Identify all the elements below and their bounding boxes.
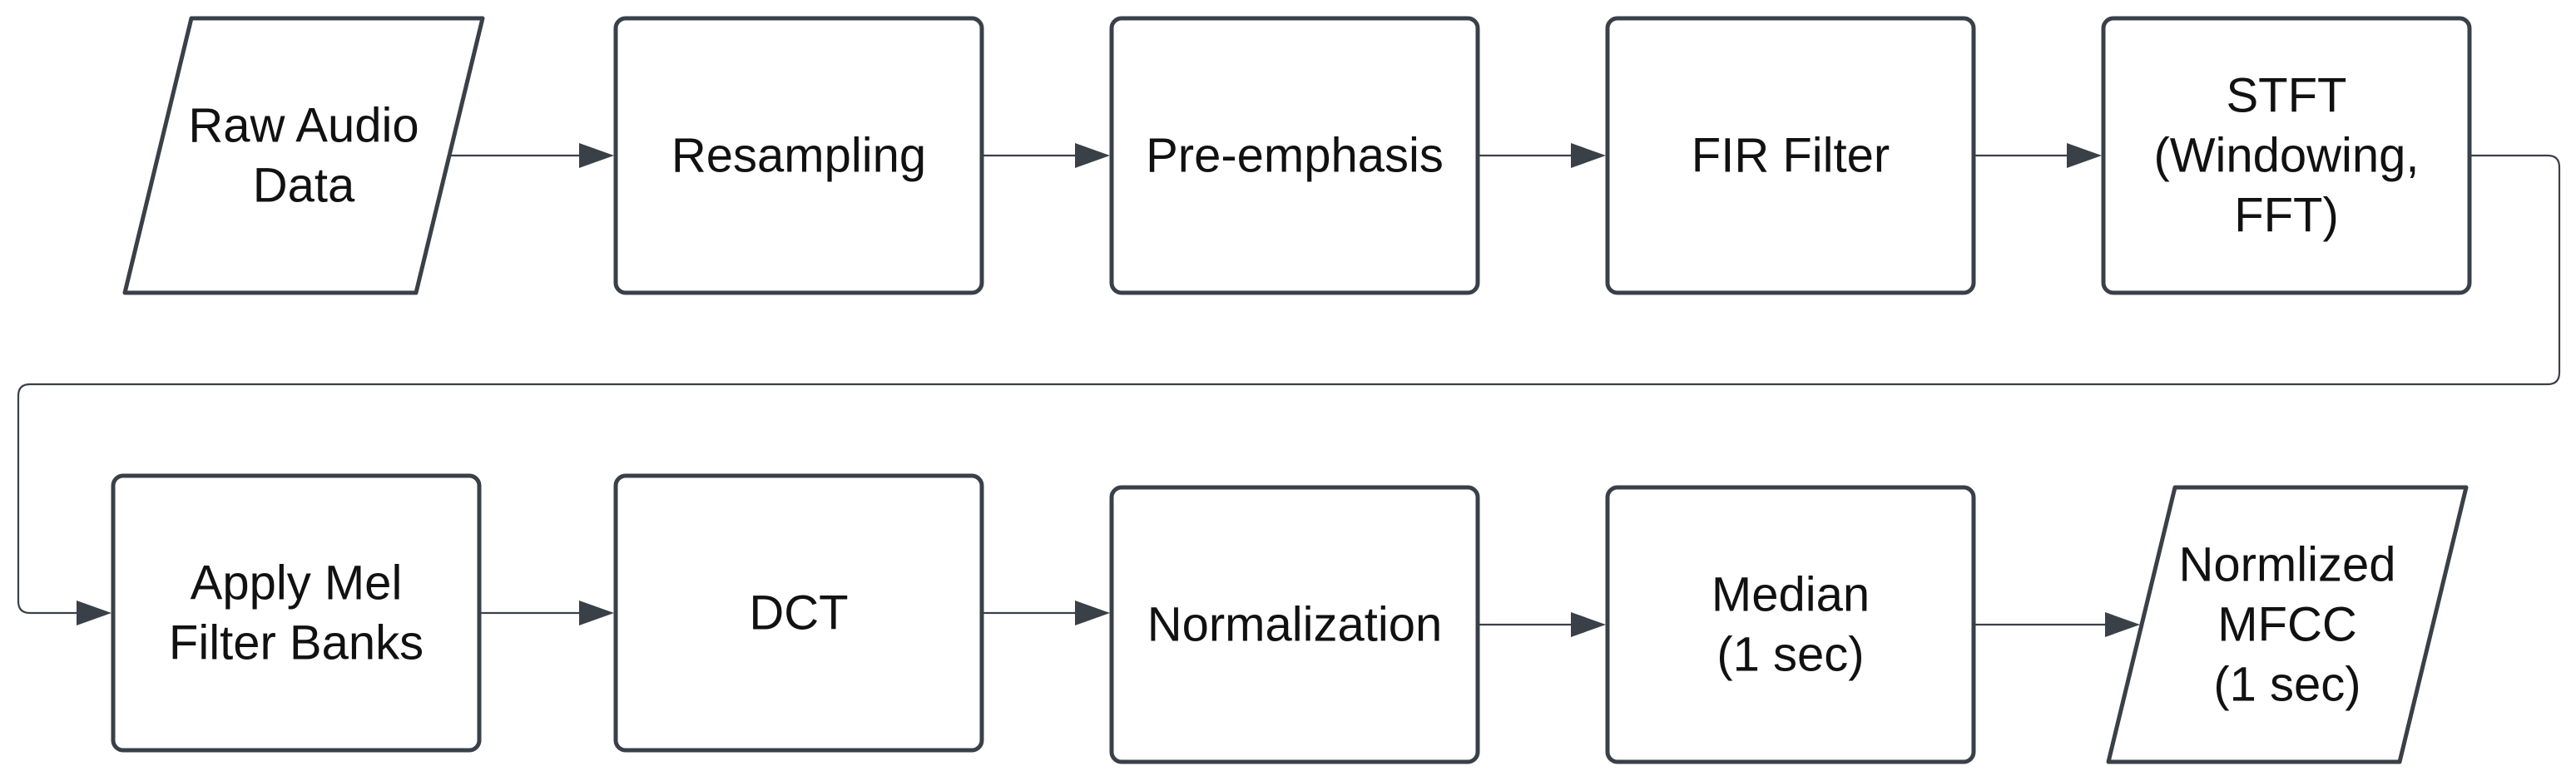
node-fir-filter: FIR Filter <box>1605 16 1976 295</box>
edge-stft-to-apply-mel-filter-banks <box>17 154 2561 625</box>
node-stft: STFT (Windowing, FFT) <box>2101 16 2472 295</box>
edge-line <box>17 154 2561 615</box>
node-shape-rectangle <box>613 16 984 295</box>
node-shape-rectangle <box>1605 16 1976 295</box>
node-shape-rectangle <box>2101 16 2472 295</box>
edge-resampling-to-pre-emphasis <box>982 143 1110 168</box>
node-label: MFCC <box>2217 598 2357 652</box>
arrowhead <box>77 601 111 625</box>
arrowhead <box>579 601 614 625</box>
arrowhead <box>1571 612 1606 637</box>
edge-pre-emphasis-to-fir-filter <box>1478 143 1606 168</box>
arrowhead <box>1571 143 1606 168</box>
node-dct: DCT <box>613 473 984 753</box>
arrowhead <box>579 143 614 168</box>
node-resampling: Resampling <box>613 16 984 295</box>
node-label: STFT <box>2227 69 2347 123</box>
edge-raw-audio-data-to-resampling <box>449 143 614 168</box>
node-label: Normlized <box>2178 538 2395 592</box>
node-label: DCT <box>749 586 848 640</box>
node-pre-emphasis: Pre-emphasis <box>1109 16 1480 295</box>
arrowhead <box>1075 143 1110 168</box>
node-label: FFT) <box>2234 189 2339 243</box>
node-shape-rectangle <box>613 473 984 753</box>
node-shape-parallelogram <box>2106 485 2469 764</box>
node-shape-rectangle <box>111 473 482 753</box>
edge-dct-to-normalization <box>982 601 1110 625</box>
node-label: (1 sec) <box>2213 658 2361 712</box>
node-label: Normalization <box>1147 598 1443 652</box>
node-label: (Windowing, <box>2153 129 2419 183</box>
node-label: Apply Mel <box>191 556 403 610</box>
edge-normalization-to-median <box>1478 612 1606 637</box>
edge-median-to-normalized-mfcc <box>1974 612 2140 637</box>
node-label: Resampling <box>671 129 926 183</box>
node-shape-parallelogram <box>122 16 485 295</box>
node-label: (1 sec) <box>1717 628 1864 682</box>
edge-apply-mel-filter-banks-to-dct <box>479 601 614 625</box>
node-median: Median (1 sec) <box>1605 485 1976 764</box>
edge-fir-filter-to-stft <box>1974 143 2102 168</box>
node-label: Pre-emphasis <box>1146 129 1444 183</box>
node-label: Filter Banks <box>169 616 424 670</box>
node-label: Data <box>253 159 355 213</box>
arrowhead <box>2105 612 2140 637</box>
node-normalization: Normalization <box>1109 485 1480 764</box>
node-shape-rectangle <box>1109 16 1480 295</box>
node-label: Raw Audio <box>188 99 419 153</box>
node-label: Median <box>1712 568 1870 622</box>
node-shape-rectangle <box>1109 485 1480 764</box>
arrowhead <box>1075 601 1110 625</box>
arrowhead <box>2067 143 2102 168</box>
node-label: FIR Filter <box>1692 129 1890 183</box>
node-shape-rectangle <box>1605 485 1976 764</box>
